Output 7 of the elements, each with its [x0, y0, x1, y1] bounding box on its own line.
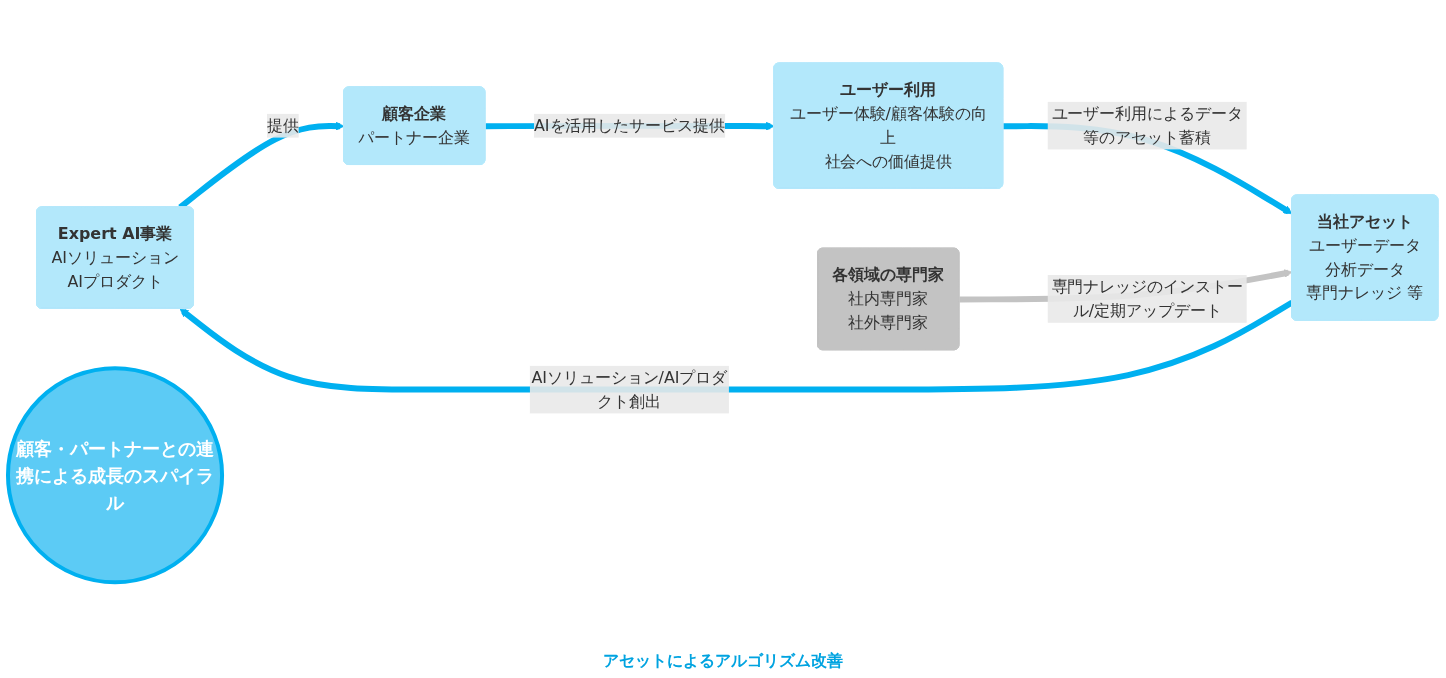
edge-label: 専門ナレッジのインストール/定期アップデート [1051, 276, 1243, 320]
edge-label: AIを活用したサービス提供 [533, 115, 725, 135]
edge-label: 提供 [266, 115, 299, 135]
edge-label: ユーザー利用によるデータ等のアセット蓄積 [1051, 103, 1243, 147]
node-circle: 顧客・パートナーとの連携による成長のスパイラル [6, 366, 225, 585]
edge-label: AIソリューション/AIプロダクト創出 [531, 367, 728, 411]
note-text: アセットによるアルゴリズム改善 [603, 651, 843, 672]
